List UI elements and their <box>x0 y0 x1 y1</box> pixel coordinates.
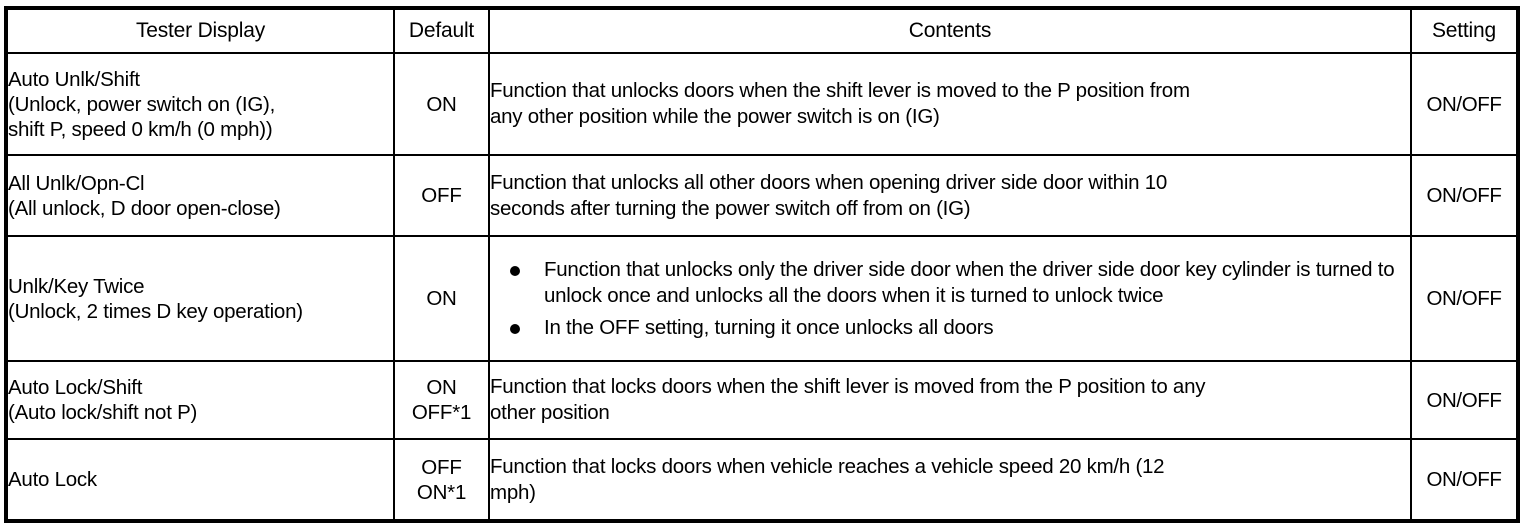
list-item: In the OFF setting, turning it once unlo… <box>508 315 1410 341</box>
contents-line: Function that unlocks all other doors wh… <box>490 170 1168 194</box>
bullet-icon <box>510 265 520 276</box>
bullet-icon <box>510 323 520 334</box>
cell-tester-display: Auto Lock/Shift (Auto lock/shift not P) <box>5 360 395 440</box>
cell-tester-display: Auto Unlk/Shift (Unlock, power switch on… <box>5 52 395 156</box>
contents-line: Function that locks doors when vehicle r… <box>490 454 1165 478</box>
cell-tester-display: Auto Lock <box>5 438 395 522</box>
list-item: Function that unlocks only the driver si… <box>508 257 1410 309</box>
default-value-line: ON <box>426 92 457 116</box>
default-value-line: ON <box>426 287 457 310</box>
table-header-row: Tester Display Default Contents Setting <box>5 7 1519 54</box>
cell-contents: Function that unlocks only the driver si… <box>488 235 1412 362</box>
cell-default-value: OFF <box>393 154 490 237</box>
default-value-line: OFF <box>421 184 462 207</box>
bullet-text: Function that unlocks only the driver si… <box>544 257 1395 307</box>
contents-line: mph) <box>490 480 536 504</box>
tester-display-line: Auto Unlk/Shift <box>8 67 140 91</box>
table-row: All Unlk/Opn-Cl (All unlock, D door open… <box>5 154 1519 237</box>
table-row: Auto Unlk/Shift (Unlock, power switch on… <box>5 52 1519 156</box>
tester-display-line: Auto Lock/Shift <box>8 376 143 399</box>
cell-default-value: ON <box>393 235 490 362</box>
column-header-contents: Contents <box>488 7 1412 54</box>
contents-line: Function that locks doors when the shift… <box>490 375 1206 398</box>
default-value-line: OFF <box>421 455 462 479</box>
tester-display-line: Auto Lock <box>8 468 97 491</box>
contents-line: seconds after turning the power switch o… <box>490 196 971 220</box>
contents-line: Function that unlocks doors when the shi… <box>490 79 1190 102</box>
default-value-line: ON <box>426 376 457 399</box>
cell-tester-display: All Unlk/Opn-Cl (All unlock, D door open… <box>5 154 395 237</box>
tester-display-line: Unlk/Key Twice <box>8 274 145 298</box>
cell-default-value: OFF ON*1 <box>393 438 490 522</box>
column-header-default: Default <box>393 7 490 54</box>
cell-setting-value: ON/OFF <box>1410 438 1519 522</box>
cell-setting-value: ON/OFF <box>1410 52 1519 156</box>
contents-line: any other position while the power switc… <box>490 105 940 128</box>
contents-line: other position <box>490 401 610 424</box>
tester-display-line: (Unlock, power switch on (IG), <box>8 92 276 116</box>
bullet-text: In the OFF setting, turning it once unlo… <box>544 315 994 339</box>
tester-display-line: (Auto lock/shift not P) <box>8 401 198 424</box>
cell-default-value: ON <box>393 52 490 156</box>
tester-display-settings-table: Tester Display Default Contents Setting … <box>4 6 1520 523</box>
table-row: Auto Lock OFF ON*1 Function that locks d… <box>5 438 1519 522</box>
default-value-line: ON*1 <box>416 480 467 504</box>
cell-contents: Function that unlocks doors when the shi… <box>488 52 1412 156</box>
tester-display-line: (Unlock, 2 times D key operation) <box>8 299 303 323</box>
cell-setting-value: ON/OFF <box>1410 360 1519 440</box>
cell-setting-value: ON/OFF <box>1410 235 1519 362</box>
table-row: Unlk/Key Twice (Unlock, 2 times D key op… <box>5 235 1519 362</box>
tester-display-line: shift P, speed 0 km/h (0 mph)) <box>8 117 273 141</box>
cell-setting-value: ON/OFF <box>1410 154 1519 237</box>
cell-tester-display: Unlk/Key Twice (Unlock, 2 times D key op… <box>5 235 395 362</box>
default-value-line: OFF*1 <box>411 401 472 424</box>
tester-display-line: All Unlk/Opn-Cl <box>8 171 145 195</box>
spec-table-container: Tester Display Default Contents Setting … <box>4 6 1520 523</box>
column-header-tester-display: Tester Display <box>5 7 395 54</box>
cell-default-value: ON OFF*1 <box>393 360 490 440</box>
contents-bullet-list: Function that unlocks only the driver si… <box>490 257 1410 341</box>
cell-contents: Function that locks doors when vehicle r… <box>488 438 1412 522</box>
column-header-setting: Setting <box>1410 7 1519 54</box>
table-row: Auto Lock/Shift (Auto lock/shift not P) … <box>5 360 1519 440</box>
tester-display-line: (All unlock, D door open-close) <box>8 196 281 220</box>
cell-contents: Function that locks doors when the shift… <box>488 360 1412 440</box>
cell-contents: Function that unlocks all other doors wh… <box>488 154 1412 237</box>
